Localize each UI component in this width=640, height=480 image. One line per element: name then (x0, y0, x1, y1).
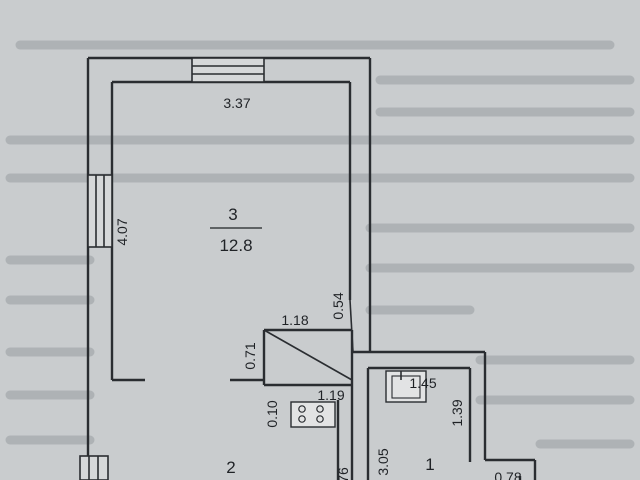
left-window (87, 174, 113, 248)
dim-bath-height: 1.39 (449, 399, 465, 426)
lower-left-window (79, 455, 109, 480)
sink-icon (385, 370, 427, 403)
bathroom-walls (352, 350, 537, 480)
dim-closet-gap: 0.10 (264, 400, 280, 427)
room-3-number: 3 (228, 205, 237, 224)
stove-icon (290, 401, 336, 428)
dim-closet-width: 1.18 (281, 312, 308, 328)
partition-walls (112, 328, 354, 480)
top-window (191, 57, 265, 83)
dim-room3-height: 4.07 (114, 218, 130, 245)
dim-bath-width: 1.45 (409, 375, 436, 391)
room-1-number: 1 (425, 455, 434, 474)
dim-partial-right: 0.78 (494, 469, 521, 480)
dim-niche-depth: 0.54 (330, 292, 346, 319)
dim-partial-left: 76 (335, 467, 351, 480)
dim-stove-width: 1.19 (317, 387, 344, 403)
room-3-area: 12.8 (219, 236, 252, 255)
background-text-lines (5, 40, 635, 449)
room-2-number: 2 (226, 458, 235, 477)
dim-closet-height: 0.71 (242, 342, 258, 369)
dim-room3-width: 3.37 (223, 95, 250, 111)
dim-room1-height: 3.05 (375, 448, 391, 475)
